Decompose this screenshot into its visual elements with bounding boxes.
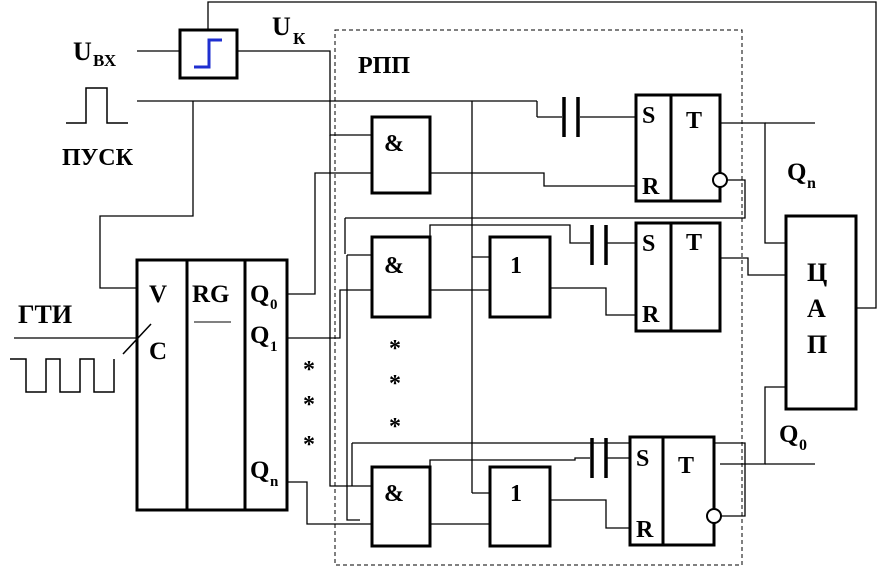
- inverted-output-bubble: [706, 508, 722, 524]
- rg-q0-label: Q: [250, 281, 269, 308]
- rg-qn-label: Q: [250, 457, 269, 484]
- rg-q1-label: Q: [250, 322, 269, 349]
- rg-q1-sub: 1: [270, 339, 278, 355]
- ellipsis-star: *: [303, 392, 315, 418]
- ellipsis-star: *: [303, 357, 315, 383]
- and-label: &: [384, 131, 404, 157]
- trigger-2: [634, 221, 722, 333]
- trigger-1: [634, 93, 728, 203]
- and-gate-1: [370, 115, 432, 195]
- capacitor-2: [590, 225, 608, 265]
- rg-q0-sub: 0: [270, 297, 278, 313]
- inverted-output-bubble: [712, 172, 728, 188]
- capacitor-1: [562, 97, 580, 137]
- ellipsis-star: *: [389, 336, 401, 362]
- trigger-s-label: S: [642, 103, 655, 129]
- dac-qn-label: Q: [787, 159, 806, 186]
- and-gate-3: [370, 465, 432, 548]
- ellipsis-star: *: [303, 432, 315, 458]
- and-gate-2: [370, 235, 432, 319]
- or-gate-3: [488, 465, 552, 548]
- u-in-label: U: [73, 37, 92, 66]
- rg-v-label: V: [149, 281, 167, 308]
- trigger-s-label: S: [642, 231, 655, 257]
- trigger-r-label: R: [642, 174, 660, 200]
- trigger-t-label: T: [678, 453, 694, 479]
- dac-label-1: Ц: [807, 258, 827, 287]
- trigger-r-label: R: [636, 517, 654, 543]
- dac-label-2: А: [807, 294, 826, 323]
- rg-qn-sub: n: [270, 474, 279, 490]
- trigger-t-label: T: [686, 108, 702, 134]
- ellipsis-star: *: [389, 414, 401, 440]
- u-in-subscript: ВХ: [93, 51, 117, 70]
- clock-wave-icon: [10, 358, 115, 393]
- dac-label-3: П: [807, 330, 827, 359]
- trigger-t-label: T: [686, 230, 702, 256]
- gti-label: ГТИ: [18, 300, 72, 329]
- register-rg: [122, 258, 289, 512]
- ellipsis-star: *: [389, 371, 401, 397]
- u-k-subscript: К: [293, 29, 306, 48]
- start-label: ПУСК: [62, 145, 134, 171]
- dac-qn-sub: n: [807, 175, 816, 192]
- rpp-label: РПП: [358, 53, 410, 79]
- capacitor-3: [590, 438, 608, 478]
- and-label: &: [384, 253, 404, 279]
- and-label: &: [384, 481, 404, 507]
- rg-c-label: C: [149, 338, 167, 365]
- rpp-boundary: [334, 29, 743, 566]
- dac-box: [784, 214, 858, 411]
- trigger-3: [628, 435, 722, 547]
- or-label: 1: [510, 253, 522, 279]
- u-k-label: U: [272, 12, 291, 41]
- comparator-step-icon: [194, 38, 222, 69]
- pulse-icon: [66, 87, 128, 124]
- rg-title: RG: [192, 281, 230, 308]
- dac-q0-sub: 0: [799, 437, 807, 454]
- or-label: 1: [510, 481, 522, 507]
- comparator: [178, 28, 239, 80]
- trigger-s-label: S: [636, 446, 649, 472]
- dac-q0-label: Q: [779, 421, 798, 448]
- trigger-r-label: R: [642, 302, 660, 328]
- wires: [14, 1, 877, 529]
- or-gate-2: [488, 235, 552, 319]
